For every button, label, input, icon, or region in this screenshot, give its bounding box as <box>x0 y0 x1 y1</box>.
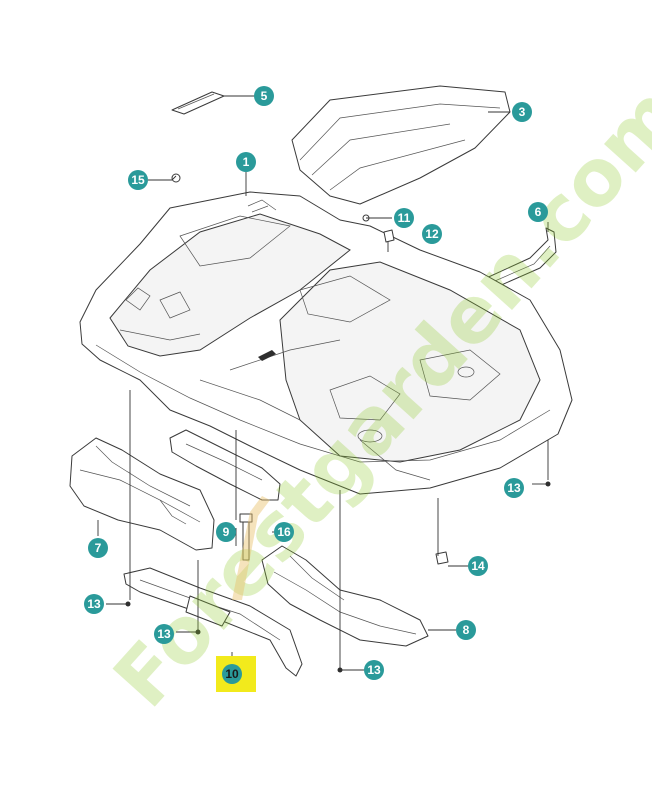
callout-badge <box>84 594 104 614</box>
callout-badge <box>154 624 174 644</box>
part-9-bracket <box>169 429 281 501</box>
callout-5: 5 <box>254 86 274 106</box>
callout-label: 5 <box>261 89 268 103</box>
callout-label: 3 <box>519 105 526 119</box>
part-10-rail <box>123 567 303 677</box>
callout-12: 12 <box>422 224 442 244</box>
callout-label: 13 <box>87 597 101 611</box>
callout-label: 9 <box>223 525 230 539</box>
callout-badge <box>512 102 532 122</box>
callout-label: 12 <box>425 227 439 241</box>
callout-11: 11 <box>394 208 414 228</box>
callout-label: 13 <box>157 627 171 641</box>
callout-8: 8 <box>456 620 476 640</box>
callout-badge <box>394 208 414 228</box>
callout-badge <box>422 224 442 244</box>
callout-badge <box>216 522 236 542</box>
callout-9: 9 <box>216 522 236 542</box>
callout-6: 6 <box>528 202 548 222</box>
callout-badge <box>222 664 242 684</box>
callout-badge <box>254 86 274 106</box>
callout-label: 1 <box>243 155 250 169</box>
part-1-chassis <box>79 191 573 495</box>
callout-15: 15 <box>128 170 148 190</box>
part-6-trim-bar <box>481 227 557 291</box>
callout-badge <box>504 478 524 498</box>
callout-13-bottom: 13 <box>364 660 384 680</box>
callout-label: 8 <box>463 623 470 637</box>
callout-14: 14 <box>468 556 488 576</box>
callout-label: 14 <box>471 559 485 573</box>
callout-13-right: 13 <box>504 478 524 498</box>
callout-7: 7 <box>88 538 108 558</box>
callout-label: 11 <box>398 211 411 225</box>
callout-label: 16 <box>277 525 291 539</box>
callout-badge <box>528 202 548 222</box>
callout-label: 13 <box>507 481 521 495</box>
callout-badge <box>456 620 476 640</box>
callout-13-middle: 13 <box>154 624 174 644</box>
callout-16: 16 <box>274 522 294 542</box>
fasteners <box>125 173 551 673</box>
callout-3: 3 <box>512 102 532 122</box>
callout-label: 10 <box>225 667 239 681</box>
callout-label: 6 <box>535 205 542 219</box>
callout-label: 13 <box>367 663 381 677</box>
part-7-left-bumper <box>69 437 215 551</box>
callout-10-highlighted: 10 <box>216 656 256 692</box>
callout-badge <box>364 660 384 680</box>
callout-1: 1 <box>236 152 256 172</box>
part-5-strip <box>171 91 225 115</box>
callout-13-left: 13 <box>84 594 104 614</box>
callout-label: 15 <box>131 173 145 187</box>
callout-label: 7 <box>95 541 102 555</box>
callout-badge <box>236 152 256 172</box>
callout-badge <box>274 522 294 542</box>
callout-badge <box>468 556 488 576</box>
callout-badge <box>128 170 148 190</box>
part-16-screw <box>239 513 253 561</box>
part-3-top-cover <box>291 85 511 205</box>
callout-badge <box>88 538 108 558</box>
leader-lines <box>97 95 549 671</box>
